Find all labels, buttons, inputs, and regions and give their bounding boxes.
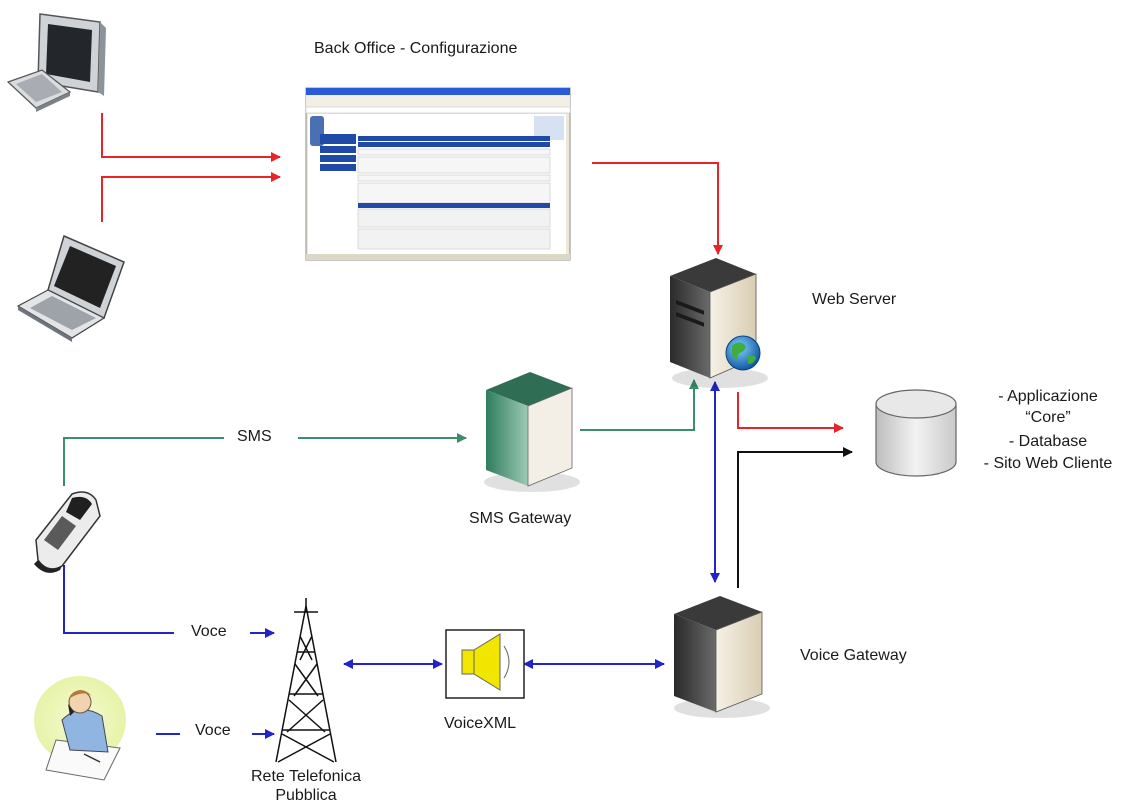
voce-label-phone: Voce <box>191 623 227 640</box>
voicexml-label: VoiceXML <box>444 715 517 732</box>
back-office-screenshot <box>305 87 571 261</box>
client-website-label: - Sito Web Cliente <box>983 455 1113 472</box>
web-server-label: Web Server <box>812 291 897 308</box>
sms-label: SMS <box>237 428 272 445</box>
mobile-phone-icon <box>34 491 101 573</box>
laptop-icon <box>16 234 125 342</box>
web-server-icon <box>670 258 768 388</box>
person-on-phone-icon <box>34 676 126 781</box>
public-network-label-line1: Rete Telefonica <box>251 768 361 785</box>
red-connectors <box>101 113 844 433</box>
desktop-computer-icon <box>6 13 106 112</box>
green-connectors <box>63 379 699 486</box>
voice-gateway-server-icon <box>674 596 770 718</box>
globe-icon <box>725 335 761 371</box>
speaker-icon <box>445 629 525 699</box>
database-cylinder-icon <box>875 389 957 477</box>
back-office-label: Back Office - Configurazione <box>314 40 518 57</box>
voce-label-person: Voce <box>195 722 231 739</box>
radio-tower-icon <box>275 598 337 763</box>
database-label: - Database <box>1008 433 1088 450</box>
sms-gateway-label: SMS Gateway <box>469 510 572 527</box>
sms-gateway-server-icon <box>484 372 580 492</box>
core-app-label-line1: - Applicazione <box>998 388 1098 405</box>
core-app-label-line2: “Core” <box>1025 409 1071 426</box>
blue-connectors <box>63 381 720 739</box>
black-connector <box>737 447 853 588</box>
public-network-label-line2: Pubblica <box>275 787 337 804</box>
voice-gateway-label: Voice Gateway <box>800 647 907 664</box>
